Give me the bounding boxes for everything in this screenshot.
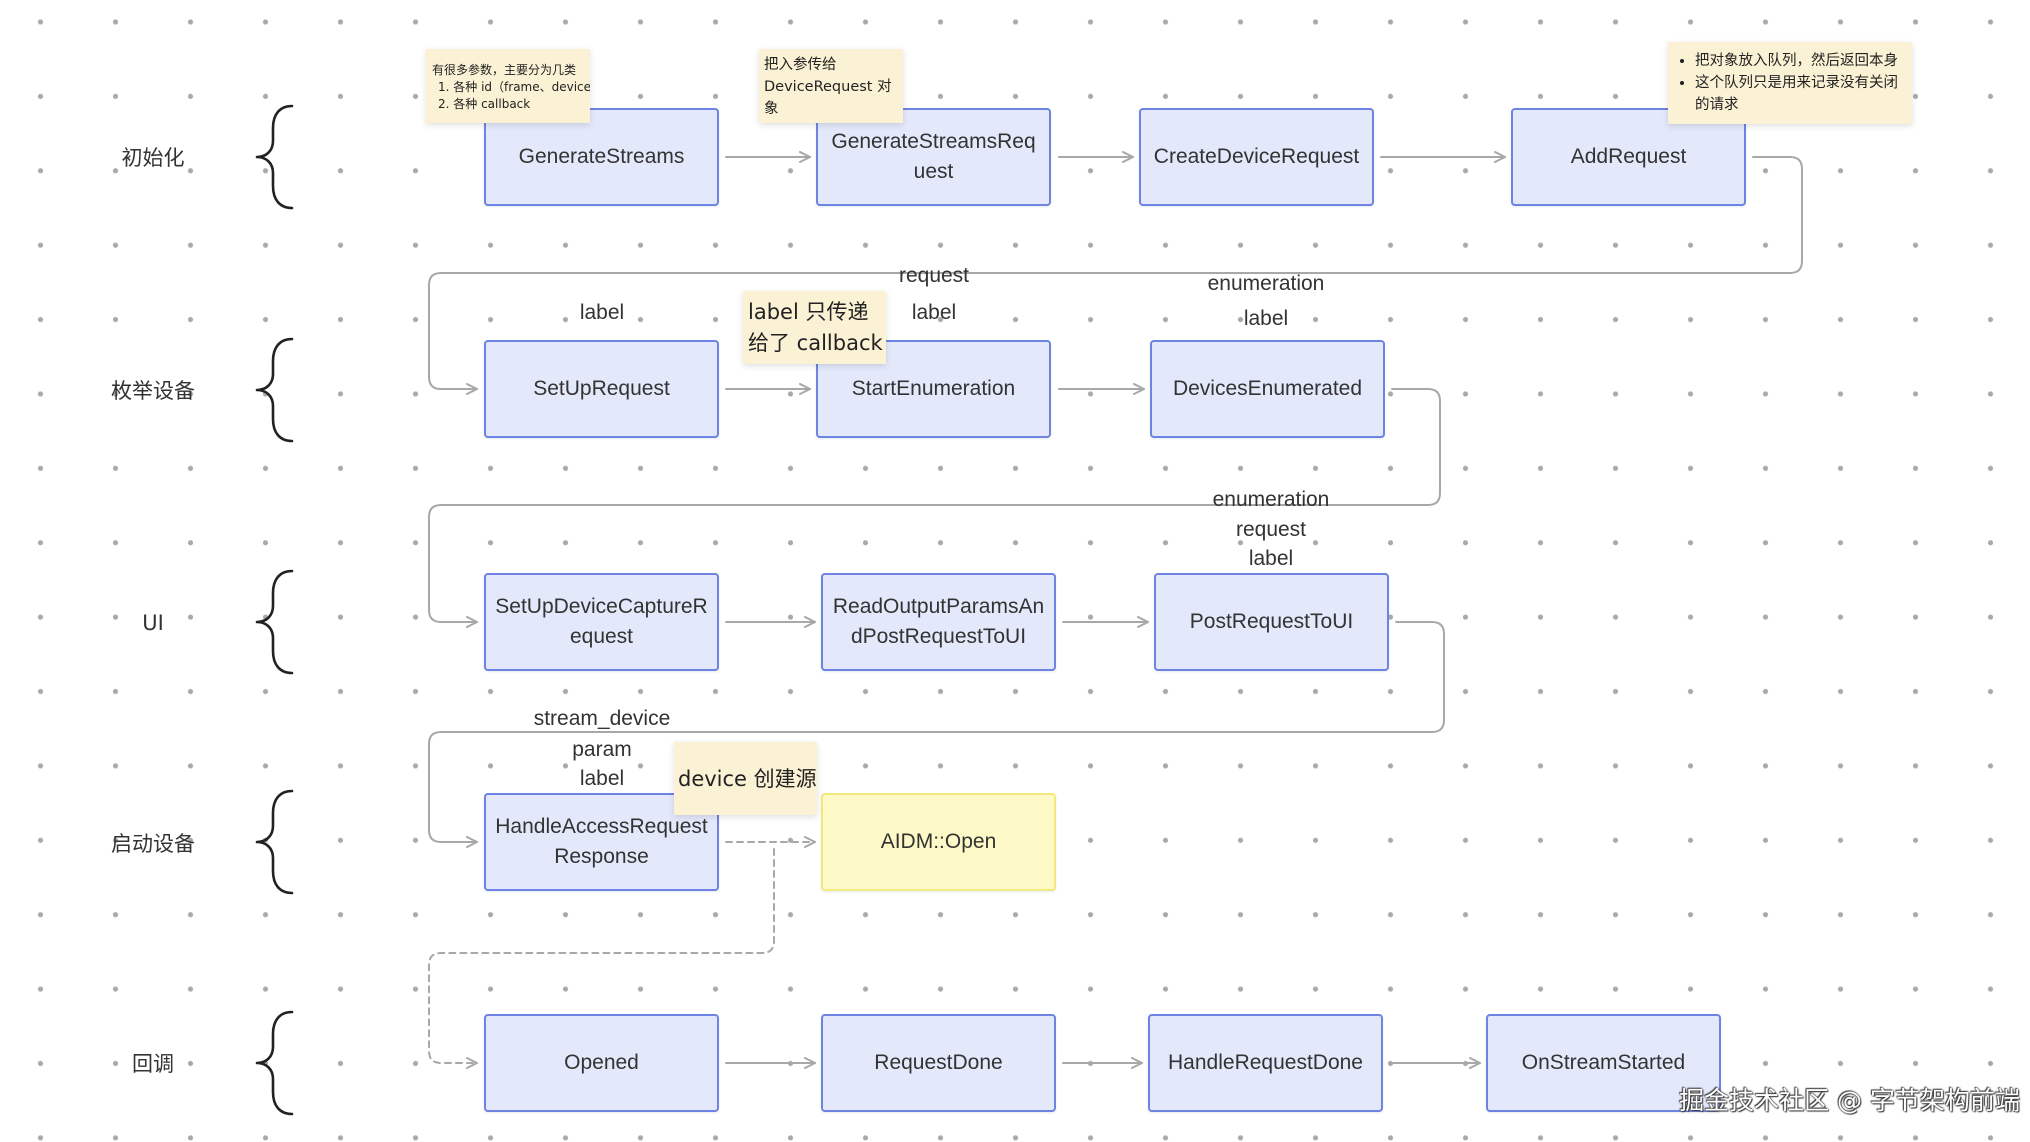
sticky-note-handle-access-request-response: device 创建源 (674, 742, 817, 815)
sticky-note-generate-streams-request: 把入参传给 DeviceRequest 对 象 (759, 49, 903, 123)
node-handle-request-done: HandleRequestDone (1148, 1014, 1383, 1112)
sticky-note-start-enumeration: label 只传递 给了 callback (743, 291, 886, 364)
curly-brace-initialization (255, 104, 294, 210)
node-create-device-request: CreateDeviceRequest (1139, 108, 1374, 206)
curly-brace-device-start (255, 789, 294, 895)
node-setup-device-capture-request: SetUpDeviceCaptureR equest (484, 573, 719, 671)
param-label: enumeration (1207, 272, 1325, 295)
curly-brace-device-enumeration (255, 337, 294, 443)
param-label: request (898, 264, 970, 287)
node-opened: Opened (484, 1014, 719, 1112)
sticky-note-line: 有很多参数，主要分为几类 (432, 63, 577, 77)
param-label: enumeration (1212, 488, 1330, 511)
param-label: label (579, 767, 625, 790)
sticky-note-generate-streams: 有很多参数，主要分为几类 1. 各种 id（frame、device） 2. 各… (426, 49, 590, 123)
arrow-addrequest-to-setuprequest (428, 156, 1803, 395)
node-setup-request: SetUpRequest (484, 340, 719, 438)
param-label: param (572, 738, 632, 761)
node-devices-enumerated: DevicesEnumerated (1150, 340, 1385, 438)
sticky-note-add-request: 把对象放入队列，然后返回本身 这个队列只是用来记录没有关闭的请求 (1668, 42, 1912, 124)
param-label: label (1243, 307, 1289, 330)
node-add-request: AddRequest (1511, 108, 1746, 206)
node-request-done: RequestDone (821, 1014, 1056, 1112)
param-label: label (911, 301, 957, 324)
row-label-callback: 回调 (132, 1052, 174, 1076)
sticky-note-line: 1. 各种 id（frame、device） (438, 80, 590, 94)
sticky-note-line: 2. 各种 callback (438, 97, 531, 111)
node-handle-access-request-response: HandleAccessRequest Response (484, 793, 719, 891)
arrow-postrequesttoui-to-handleaccessrequestresponse (428, 621, 1445, 848)
row-label-initialization: 初始化 (121, 146, 185, 170)
sticky-note-bullet: 这个队列只是用来记录没有关闭的请求 (1695, 72, 1903, 116)
row-label-device-enumeration: 枚举设备 (111, 379, 195, 403)
row-label-ui: UI (142, 611, 164, 635)
node-read-output-params-and-post-request-to-ui: ReadOutputParamsAn dPostRequestToUI (821, 573, 1056, 671)
node-aidm-open: AIDM::Open (821, 793, 1056, 891)
param-label: label (1248, 547, 1294, 570)
row-label-device-start: 启动设备 (111, 832, 195, 856)
watermark: 掘金技术社区 @ 字节架构前端 (1679, 1086, 2020, 1115)
node-generate-streams: GenerateStreams (484, 108, 719, 206)
param-label: stream_device (533, 707, 671, 730)
curly-brace-callback (255, 1010, 294, 1116)
sticky-note-bullet-list: 把对象放入队列，然后返回本身 这个队列只是用来记录没有关闭的请求 (1668, 50, 1903, 116)
node-on-stream-started: OnStreamStarted (1486, 1014, 1721, 1112)
arrow-devicesenumerated-to-setupdevicecapturerequest (428, 388, 1441, 628)
node-post-request-to-ui: PostRequestToUI (1154, 573, 1389, 671)
node-generate-streams-request: GenerateStreamsReq uest (816, 108, 1051, 206)
sticky-note-bullet: 把对象放入队列，然后返回本身 (1695, 50, 1903, 72)
arrow-handleaccessrequestresponse-to-opened (428, 848, 775, 1069)
curly-brace-ui (255, 569, 294, 675)
param-label: request (1235, 518, 1307, 541)
param-label: label (579, 301, 625, 324)
